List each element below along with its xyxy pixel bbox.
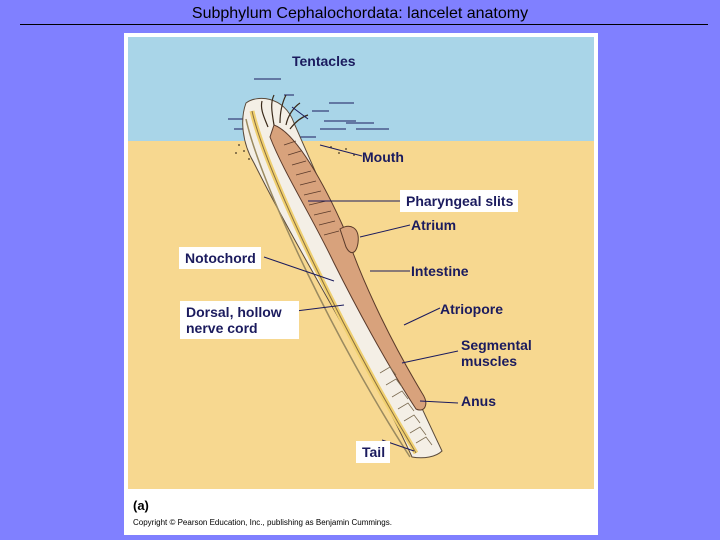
label-leader-lines: [263, 106, 459, 452]
segmental-muscle-marks: [379, 366, 433, 446]
label-intestine: Intestine: [411, 263, 469, 279]
figure-panel: Tentacles Mouth Pharyngeal slits Atrium …: [124, 33, 598, 535]
water-region: [128, 37, 594, 141]
pharyngeal-slit-marks: [283, 140, 340, 236]
label-mouth: Mouth: [362, 149, 404, 165]
label-segmental-muscles: Segmental muscles: [461, 337, 532, 369]
label-anus: Anus: [461, 393, 496, 409]
copyright-notice: Copyright © Pearson Education, Inc., pub…: [133, 518, 392, 527]
atrium-pocket: [339, 225, 359, 253]
label-notochord: Notochord: [179, 247, 261, 269]
panel-letter: (a): [133, 498, 149, 513]
label-tail: Tail: [356, 441, 391, 463]
notochord-outline: [251, 110, 417, 454]
label-tentacles: Tentacles: [292, 53, 356, 69]
slide-title: Subphylum Cephalochordata: lancelet anat…: [191, 5, 529, 22]
label-dorsal-hollow-nerve-cord: Dorsal, hollow nerve cord: [180, 301, 299, 339]
label-atrium: Atrium: [411, 217, 457, 233]
label-pharyngeal-slits: Pharyngeal slits: [400, 190, 519, 212]
water-ripples: [228, 78, 389, 138]
title-underline: [20, 24, 708, 25]
nerve-cord-line: [245, 118, 411, 458]
label-atriopore: Atriopore: [440, 301, 503, 317]
sand-specks: [235, 144, 355, 160]
tentacle-strands: [260, 94, 309, 130]
pharynx-gut: [269, 124, 427, 411]
